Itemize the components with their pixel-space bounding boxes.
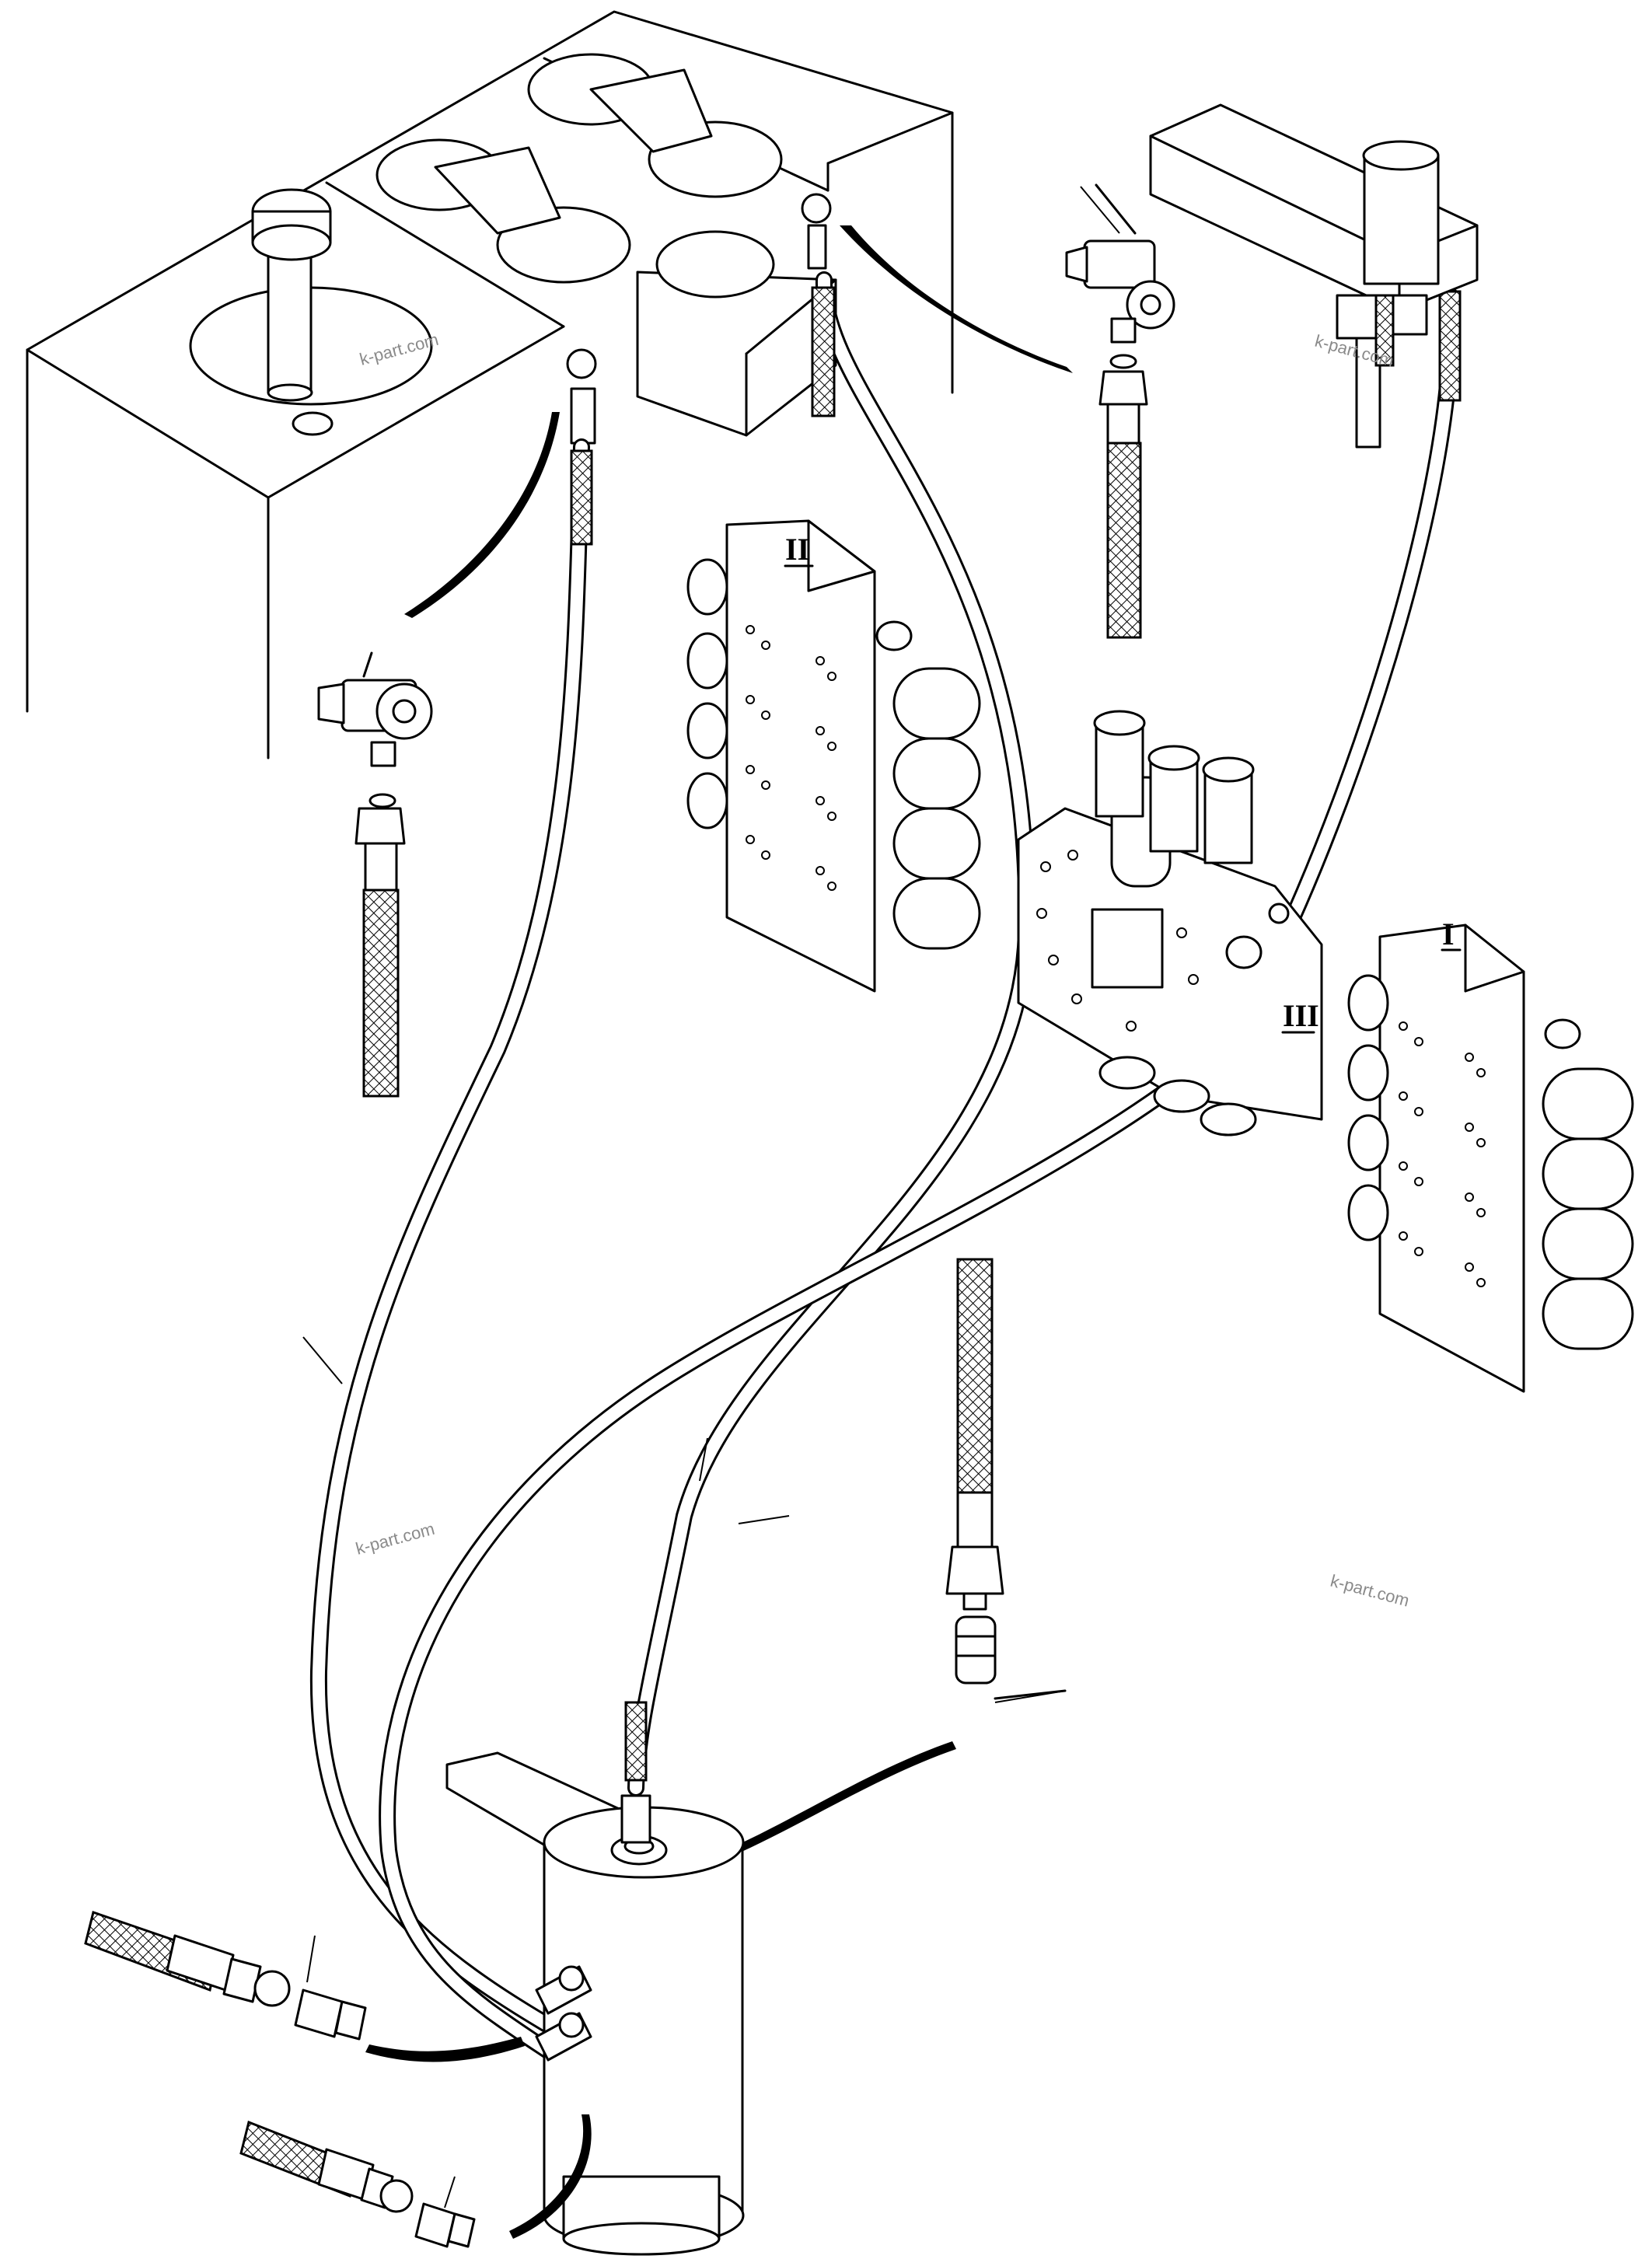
valve-i-side-bosses (1347, 974, 1389, 1241)
quick-coupler-upper-left (84, 1911, 367, 2041)
elbow-fitting-upper (1065, 183, 1175, 639)
watermark-4: k-part.com (1329, 1571, 1412, 1611)
hydraulic-tank (26, 10, 954, 759)
valve-iii-label: III (1283, 998, 1319, 1033)
accumulator (445, 1751, 745, 2256)
valve-i-spools (1542, 1067, 1634, 1350)
leader-lines (302, 186, 1120, 2208)
valve-ii-side-bosses (686, 558, 728, 829)
valve-ii-spools (892, 667, 981, 950)
valve-ii-label: II (785, 532, 809, 567)
watermark-3: k-part.com (354, 1519, 437, 1559)
arrow-to-left-elbow (404, 412, 560, 618)
pilot-unit (1149, 103, 1479, 449)
hose-return-filter-to-bottom (624, 271, 1036, 1796)
hose-pilot-supply (1266, 287, 1462, 965)
valve-i-label: I (1442, 917, 1455, 951)
control-valve-i: I (1347, 917, 1634, 1393)
arrow-to-upper-coupler (365, 2037, 525, 2062)
elbow-fitting-left (317, 651, 433, 1098)
arrow-to-lower-coupler (509, 2114, 592, 2239)
hose-tank-to-bottom-left (309, 438, 593, 2045)
adapter-fitting-right (945, 1258, 1067, 1700)
arrow-to-upper-elbow (840, 225, 1073, 373)
hose-valve-to-bottom (379, 971, 1299, 2072)
arrow-to-right-adapter (707, 1741, 956, 1866)
control-valve-iii: III (1017, 710, 1323, 1136)
quick-coupler-lower-left (239, 2120, 476, 2248)
control-valve-ii: II (686, 519, 981, 993)
